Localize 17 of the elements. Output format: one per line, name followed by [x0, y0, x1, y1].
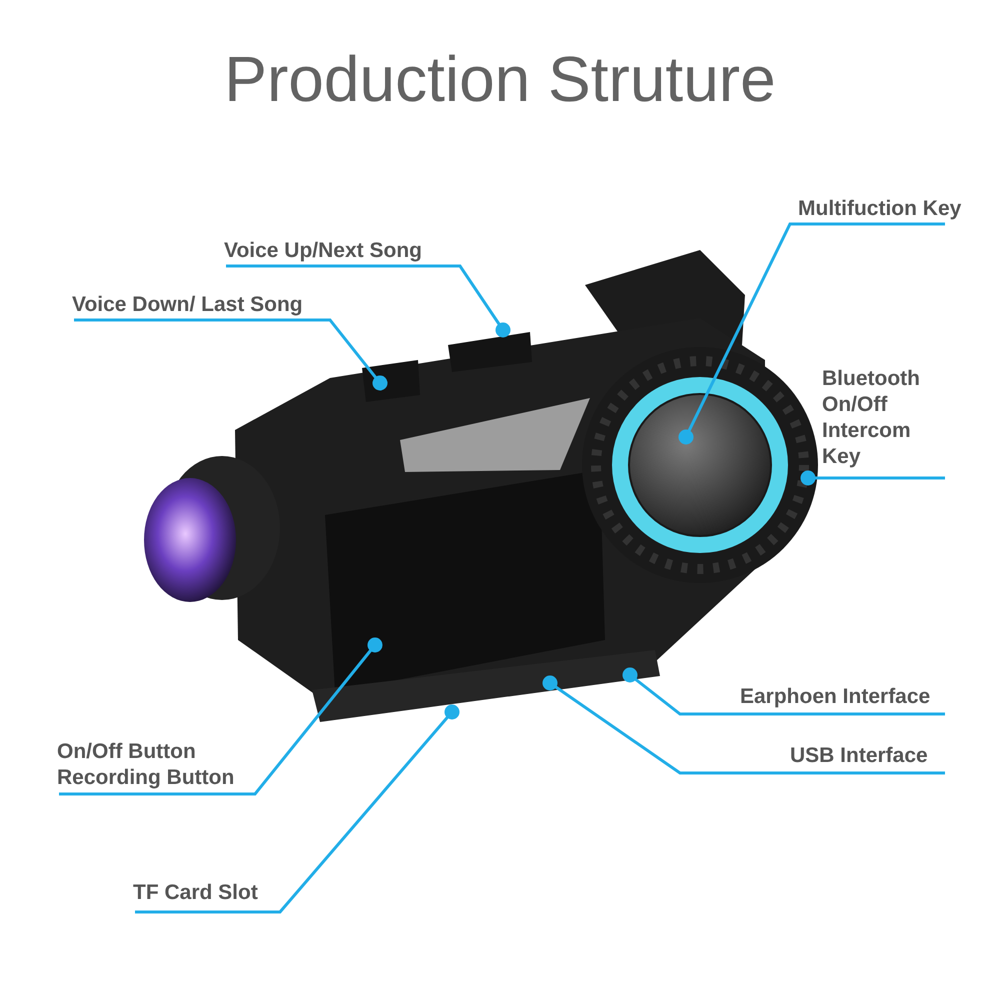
callout-label: TF Card Slot [133, 878, 293, 912]
title: Production Struture [223, 42, 777, 116]
leader-line [542, 676, 945, 774]
callout-label: USB Interface [790, 741, 950, 773]
leader-line [226, 264, 510, 338]
leader-line [59, 638, 382, 796]
leader-line [678, 222, 945, 444]
leader-line [135, 704, 460, 914]
leader-line [800, 470, 945, 486]
callout-label: On/Off Button Recording Button [57, 739, 267, 793]
leader-line [622, 668, 945, 716]
leader-line [74, 318, 388, 390]
callout-label: Voice Up/Next Song [224, 236, 464, 266]
callout-label: Earphoen Interface [740, 682, 955, 714]
callout-label: Multifuction Key [798, 194, 983, 224]
callout-label: Voice Down/ Last Song [72, 290, 332, 320]
callout-label: Bluetooth On/Off Intercom Key [822, 366, 952, 476]
